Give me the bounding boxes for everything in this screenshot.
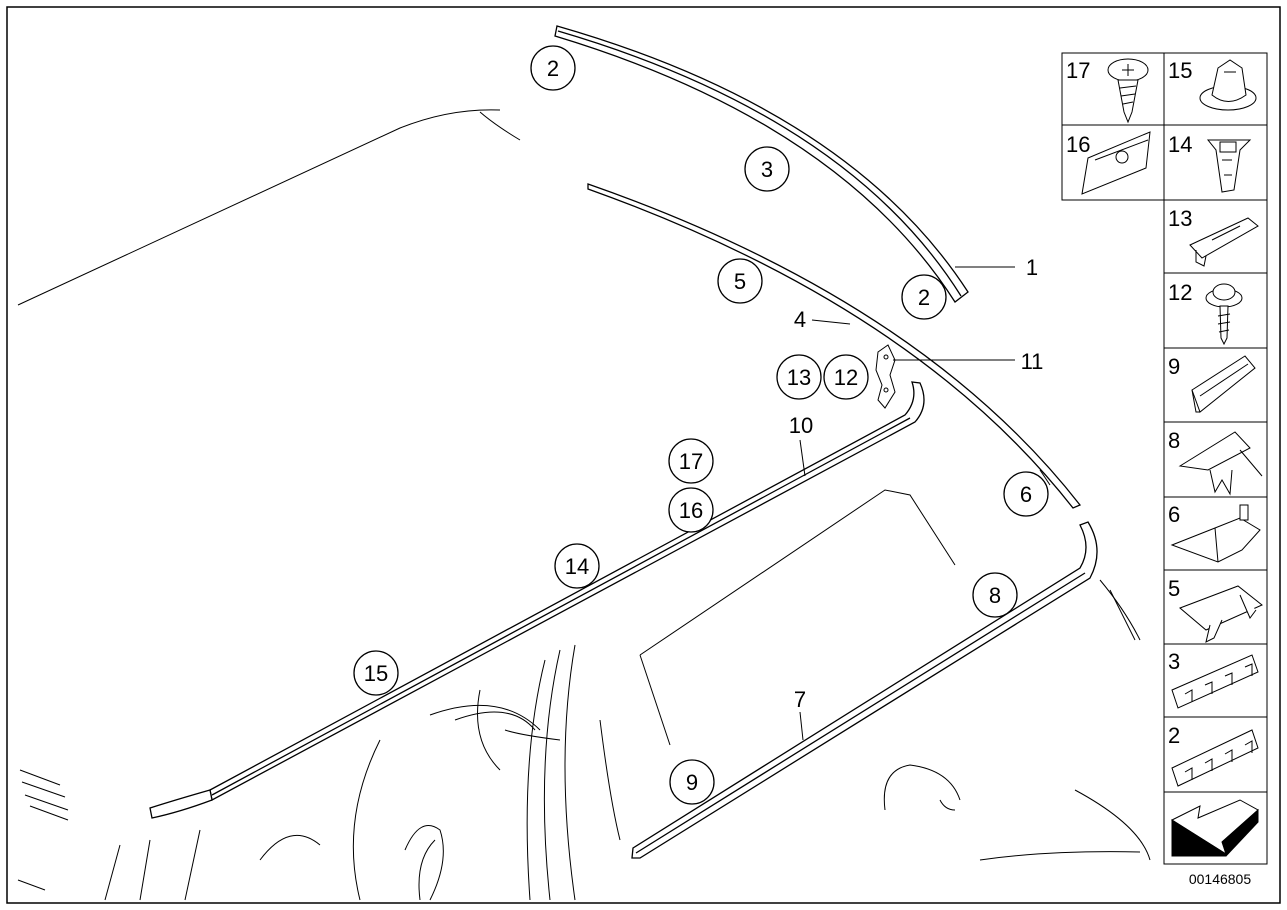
- clip-icon: [1178, 431, 1263, 496]
- callout-9: 9: [669, 759, 715, 805]
- callout-14: 14: [554, 543, 600, 589]
- bracket-11: [875, 344, 896, 409]
- clip-icon: [1081, 131, 1151, 195]
- panel-label-3: 3: [1168, 649, 1180, 674]
- callout-5: 5: [717, 258, 763, 304]
- panel-label-8: 8: [1168, 428, 1180, 453]
- direction-arrow-icon: [1170, 799, 1259, 857]
- svg-text:2: 2: [547, 56, 559, 81]
- svg-text:9: 9: [686, 770, 698, 795]
- callout-7: 7: [794, 687, 806, 712]
- trim-moulding-7: [631, 521, 1098, 859]
- parts-panel-icons: [1081, 58, 1263, 857]
- svg-text:6: 6: [1020, 482, 1032, 507]
- callout-1: 1: [1026, 255, 1038, 280]
- callout-13: 13: [776, 354, 822, 400]
- svg-text:16: 16: [679, 498, 703, 523]
- callout-3: 3: [744, 146, 790, 192]
- parts-panel-labels: 17 15 16 14 13 12 9 8 6 5 3 2: [1066, 58, 1192, 748]
- callout-11: 11: [1021, 349, 1044, 374]
- circled-callouts: 2 3 2 5 13 12 17 16 14 15 6 8 9: [353, 45, 1049, 805]
- svg-text:13: 13: [787, 365, 811, 390]
- car-body-outline: [17, 109, 1151, 901]
- document-number: 00146805: [1189, 871, 1252, 887]
- callout-15: 15: [353, 650, 399, 696]
- callout-12: 12: [823, 354, 869, 400]
- svg-text:12: 12: [834, 365, 858, 390]
- trim-moulding-1: [554, 25, 969, 303]
- panel-label-6: 6: [1168, 502, 1180, 527]
- callout-17: 17: [668, 438, 714, 484]
- svg-text:15: 15: [364, 661, 388, 686]
- callout-10: 10: [789, 413, 813, 438]
- panel-label-16: 16: [1066, 132, 1090, 157]
- clip-strip-icon: [1171, 729, 1259, 787]
- leader-lines: [799, 266, 1051, 741]
- panel-label-9: 9: [1168, 354, 1180, 379]
- screw-icon: [1107, 58, 1149, 124]
- callout-2-bottom: 2: [901, 274, 947, 320]
- svg-text:14: 14: [565, 554, 589, 579]
- panel-label-2: 2: [1168, 723, 1180, 748]
- panel-label-14: 14: [1168, 132, 1192, 157]
- clip-icon: [1189, 217, 1259, 267]
- panel-label-17: 17: [1066, 58, 1090, 83]
- svg-text:8: 8: [989, 583, 1001, 608]
- panel-label-12: 12: [1168, 280, 1192, 305]
- svg-text:17: 17: [679, 449, 703, 474]
- parts-panel: [1061, 52, 1268, 865]
- panel-label-5: 5: [1168, 576, 1180, 601]
- clip-icon: [1170, 504, 1261, 563]
- callout-4: 4: [794, 307, 806, 332]
- clip-strip-icon: [1171, 654, 1259, 709]
- callout-2-top: 2: [530, 45, 576, 91]
- expanding-nut-icon: [1199, 59, 1257, 111]
- diagram-frame: [6, 6, 1281, 904]
- svg-text:5: 5: [734, 269, 746, 294]
- callout-8: 8: [972, 572, 1018, 618]
- screw-icon: [1205, 283, 1243, 346]
- expanding-nut-icon: [1206, 139, 1252, 193]
- panel-label-13: 13: [1168, 206, 1192, 231]
- clip-icon: [1191, 355, 1256, 413]
- svg-text:2: 2: [918, 285, 930, 310]
- plain-callouts: 1 4 11 10 7: [789, 255, 1044, 712]
- trim-strip-4: [587, 183, 1082, 509]
- svg-text:3: 3: [761, 157, 773, 182]
- panel-label-15: 15: [1168, 58, 1192, 83]
- callout-6: 6: [1003, 471, 1049, 517]
- clip-icon: [1179, 585, 1263, 643]
- callout-16: 16: [668, 487, 714, 533]
- trim-moulding-10: [149, 381, 925, 819]
